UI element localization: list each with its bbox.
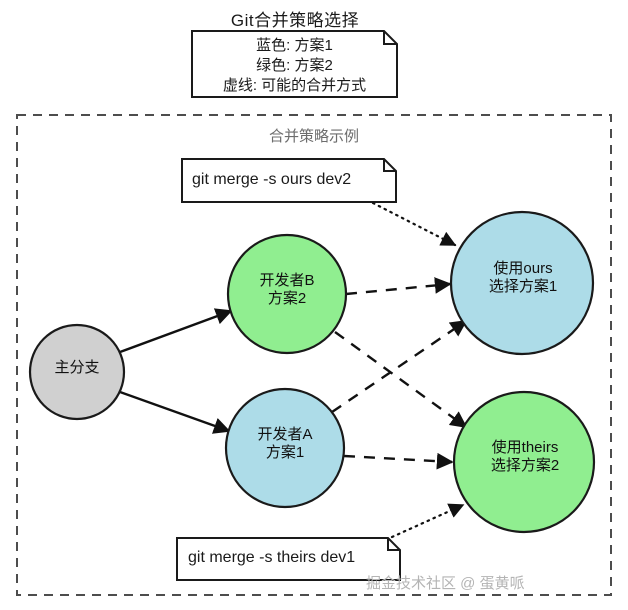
edge-cmdbottom-theirs (390, 503, 465, 539)
node-main-branch[interactable] (28, 323, 126, 421)
command-text-bottom: git merge -s theirs dev1 (188, 549, 356, 566)
page-title: Git合并策略选择 (230, 11, 360, 30)
merge-example-container (16, 114, 612, 596)
legend-line-2: 绿色: 方案2 (256, 56, 333, 74)
edge-devb-theirs (334, 331, 468, 428)
edge-main-devb (119, 308, 233, 354)
command-note-bottom (176, 537, 401, 581)
legend-content: 蓝色: 方案1 绿色: 方案2 虚线: 可能的合并方式 (194, 36, 395, 95)
watermark: 掘金技术社区 @ 蛋黄哌 (366, 575, 525, 592)
command-text-top: git merge -s ours dev2 (192, 171, 352, 188)
edge-cmdtop-ours (371, 201, 457, 247)
legend-line-3: 虚线: 可能的合并方式 (222, 76, 367, 94)
edge-devb-ours (345, 277, 452, 296)
command-note-top (181, 158, 397, 203)
legend-note (191, 30, 398, 98)
node-developer-a[interactable] (224, 387, 346, 509)
node-developer-b[interactable] (226, 233, 348, 355)
container-title: 合并策略示例 (268, 128, 359, 145)
legend-line-1: 蓝色: 方案1 (256, 37, 333, 54)
edge-deva-ours (331, 320, 468, 413)
node-use-theirs[interactable] (452, 390, 596, 534)
edge-main-deva (119, 390, 231, 434)
edge-deva-theirs (343, 452, 454, 470)
node-use-ours[interactable] (449, 210, 595, 356)
